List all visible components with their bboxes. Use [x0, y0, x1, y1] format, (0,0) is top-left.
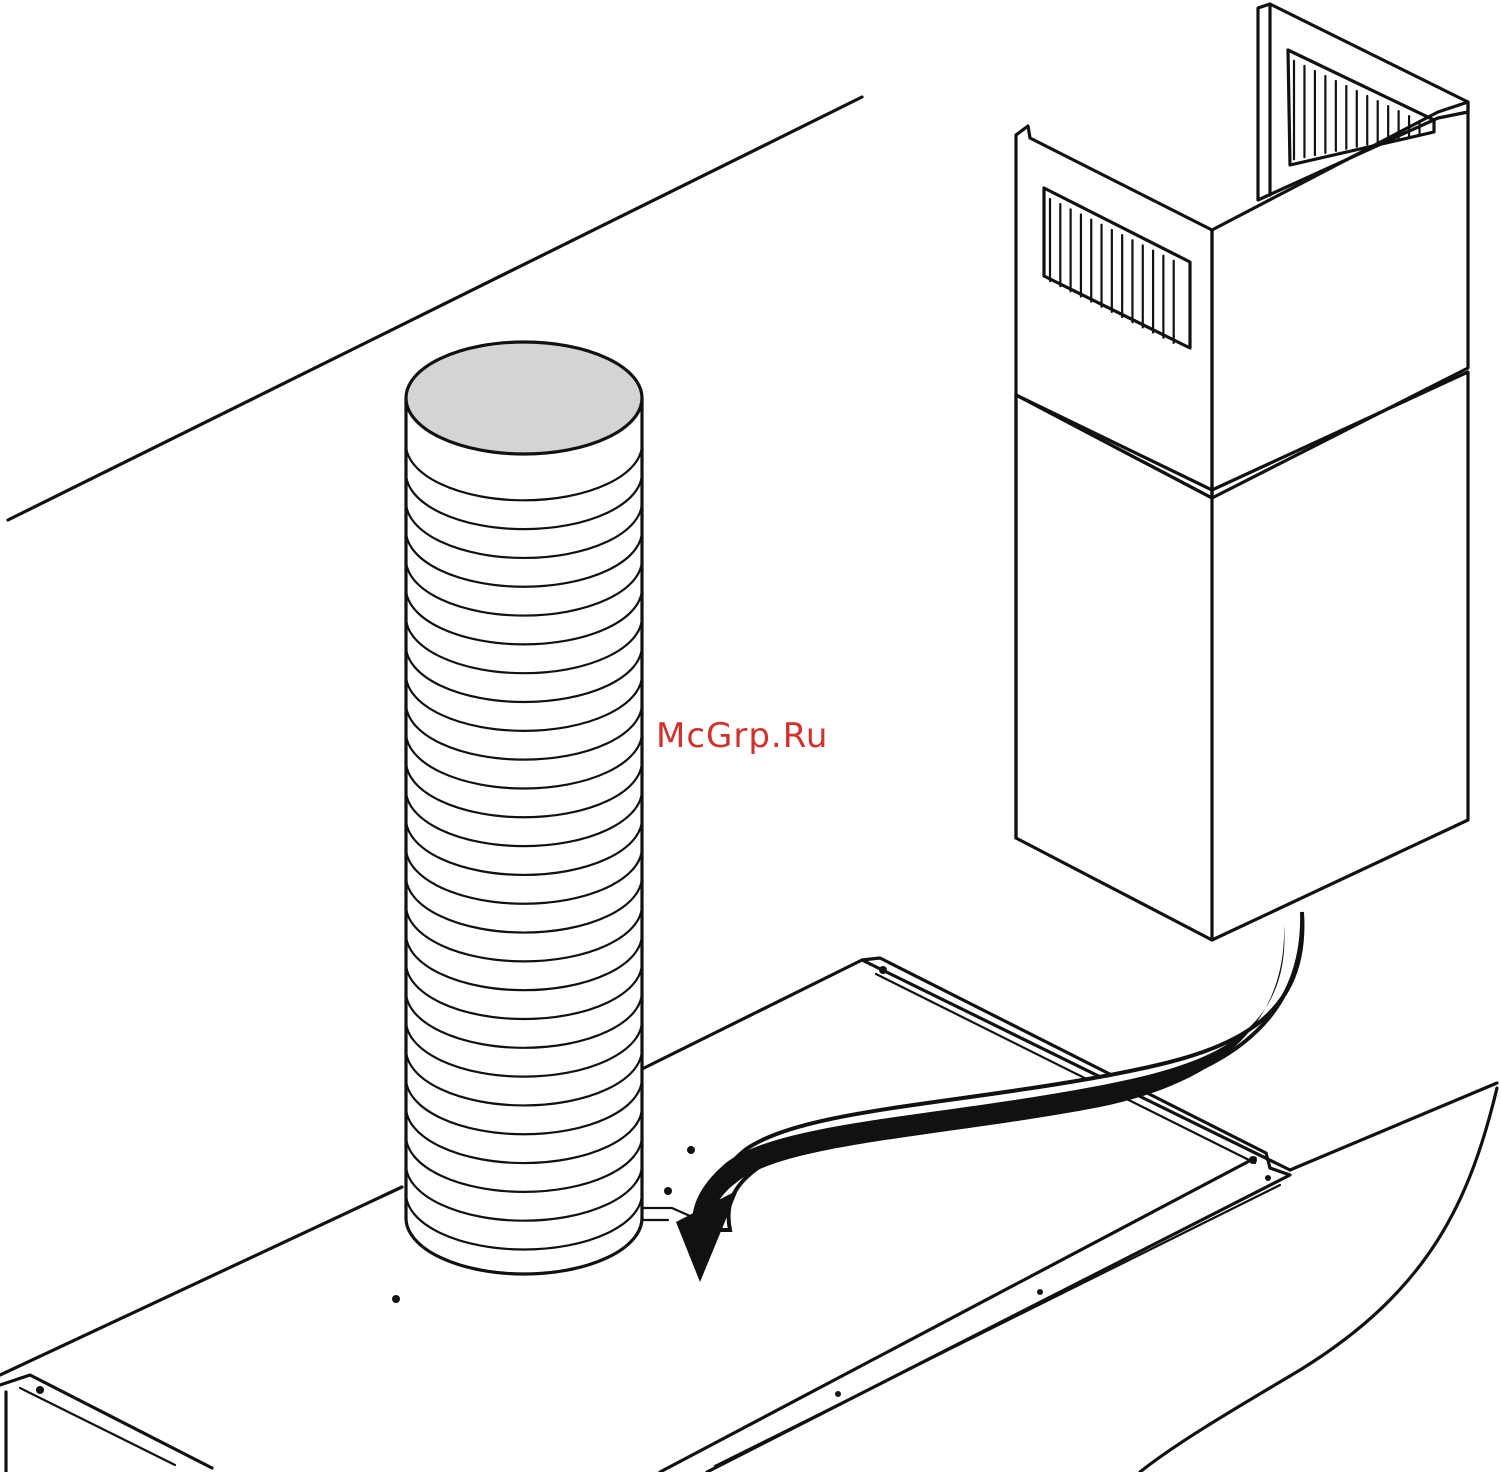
- vent-grille-left: [1044, 188, 1190, 348]
- mounting-hole: [392, 1295, 400, 1303]
- flexible-duct: [406, 342, 642, 1274]
- mounting-hole: [664, 1187, 672, 1195]
- duct-top-opening: [406, 342, 642, 454]
- vent-grille-right: [1288, 50, 1434, 165]
- watermark-text: McGrp.Ru: [656, 716, 828, 756]
- cooker-hood: [0, 958, 1497, 1472]
- chimney-cover: [1016, 4, 1468, 940]
- mounting-hole: [687, 1146, 695, 1154]
